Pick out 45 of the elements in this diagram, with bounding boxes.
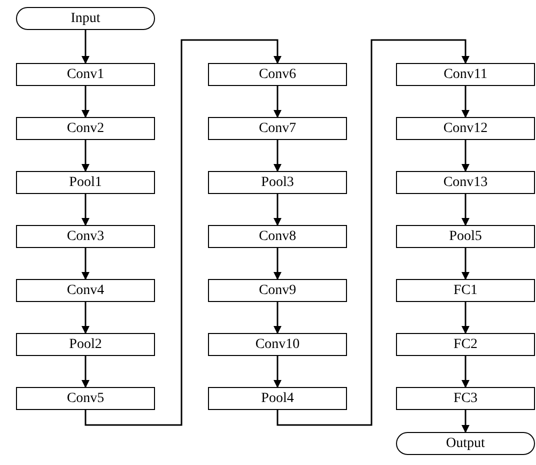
layer-box: Conv10: [208, 333, 347, 356]
layer-box: Conv4: [16, 279, 155, 302]
arrow: [462, 302, 470, 334]
layer-box: Pool3: [208, 171, 347, 194]
arrow: [462, 248, 470, 280]
layer-box: Conv9: [208, 279, 347, 302]
layer-box: Pool2: [16, 333, 155, 356]
arrow: [82, 356, 90, 388]
arrow: [82, 140, 90, 172]
layer-box: Conv11: [396, 63, 535, 86]
layer-box: Conv12: [396, 117, 535, 140]
arrow: [274, 140, 282, 172]
layer-box: Conv2: [16, 117, 155, 140]
arrow: [84, 39, 282, 426]
arrow: [462, 410, 470, 433]
arrow: [274, 248, 282, 280]
arrow: [82, 194, 90, 226]
layer-box: Conv6: [208, 63, 347, 86]
layer-box: FC3: [396, 387, 535, 410]
arrow: [82, 302, 90, 334]
arrow: [462, 356, 470, 388]
layer-box: Conv3: [16, 225, 155, 248]
arrow: [462, 86, 470, 118]
arrow: [274, 302, 282, 334]
layer-box: Pool5: [396, 225, 535, 248]
arrow: [276, 39, 470, 426]
arrow: [82, 86, 90, 118]
terminal-box: Output: [396, 432, 535, 455]
layer-box: FC2: [396, 333, 535, 356]
terminal-box: Input: [16, 7, 155, 30]
layer-box: Conv13: [396, 171, 535, 194]
layer-box: Pool1: [16, 171, 155, 194]
arrow: [82, 248, 90, 280]
layer-box: Conv8: [208, 225, 347, 248]
arrow: [274, 356, 282, 388]
arrow: [274, 86, 282, 118]
arrow: [82, 30, 90, 64]
arrow: [462, 194, 470, 226]
layer-box: Pool4: [208, 387, 347, 410]
arrow: [462, 140, 470, 172]
layer-box: Conv1: [16, 63, 155, 86]
layer-box: Conv5: [16, 387, 155, 410]
arrow: [274, 194, 282, 226]
layer-box: Conv7: [208, 117, 347, 140]
layer-box: FC1: [396, 279, 535, 302]
